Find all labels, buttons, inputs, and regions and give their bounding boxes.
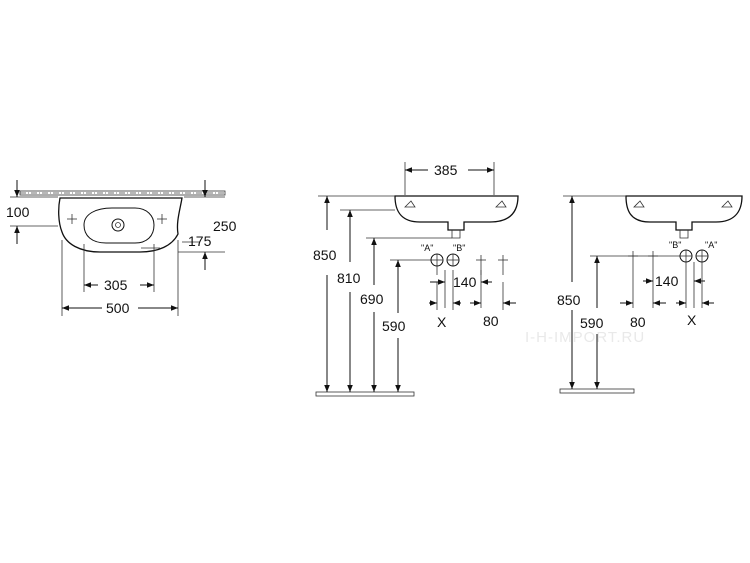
dim-spacing-x: X xyxy=(437,314,447,330)
dim-height-850: 850 xyxy=(313,247,337,263)
valve-b-icon-side xyxy=(679,249,693,263)
dim-depth-250: 250 xyxy=(213,218,237,234)
dim-spacing-80-side: 80 xyxy=(630,314,646,330)
overflow-hole-icon xyxy=(404,200,507,208)
wall-line xyxy=(19,190,226,196)
watermark: I-H-IMPORT.RU xyxy=(525,329,645,346)
dim-spacing-x-side: X xyxy=(687,312,697,328)
cross-mark-icon-right xyxy=(157,214,167,224)
cross-mark-icon-left xyxy=(67,214,77,224)
drain-cross-icon-side xyxy=(628,251,658,308)
dim-height-590-side: 590 xyxy=(580,315,604,331)
dim-width-385: 385 xyxy=(434,162,458,178)
basin-front-outline xyxy=(394,195,519,231)
dim-height-690: 690 xyxy=(360,291,384,307)
dim-spacing-80: 80 xyxy=(483,313,499,329)
top-view: 100 250 175 305 500 xyxy=(6,180,237,316)
valve-a-icon-side xyxy=(695,249,709,263)
basin-side-outline xyxy=(625,195,743,231)
bowl-outline xyxy=(83,207,155,244)
dim-height-850-side: 850 xyxy=(557,292,581,308)
tap-hole-icon xyxy=(111,218,125,232)
dim-spacing-140-side: 140 xyxy=(655,273,679,289)
dim-height-810: 810 xyxy=(337,270,361,286)
dim-width-500: 500 xyxy=(106,300,130,316)
label-valve-a: "A" xyxy=(421,243,433,253)
valve-b-icon xyxy=(446,253,460,267)
label-valve-a-side: "A" xyxy=(705,240,717,250)
dim-depth-100: 100 xyxy=(6,204,30,220)
floor-line xyxy=(315,391,415,397)
floor-line-side xyxy=(559,388,635,394)
label-valve-b-side: "B" xyxy=(669,240,681,250)
basin-outline xyxy=(58,197,183,253)
dim-width-305: 305 xyxy=(104,277,128,293)
label-valve-b: "B" xyxy=(453,243,465,253)
overflow-hole-icon-side xyxy=(633,200,733,208)
dim-height-590: 590 xyxy=(382,318,406,334)
side-view: 850 590 "B" "A" 80 140 xyxy=(557,195,743,394)
valve-a-icon xyxy=(430,253,444,275)
dim-spacing-140: 140 xyxy=(453,274,477,290)
front-view: 385 850 810 690 590 xyxy=(313,162,519,397)
dim-depth-175: 175 xyxy=(188,233,212,249)
